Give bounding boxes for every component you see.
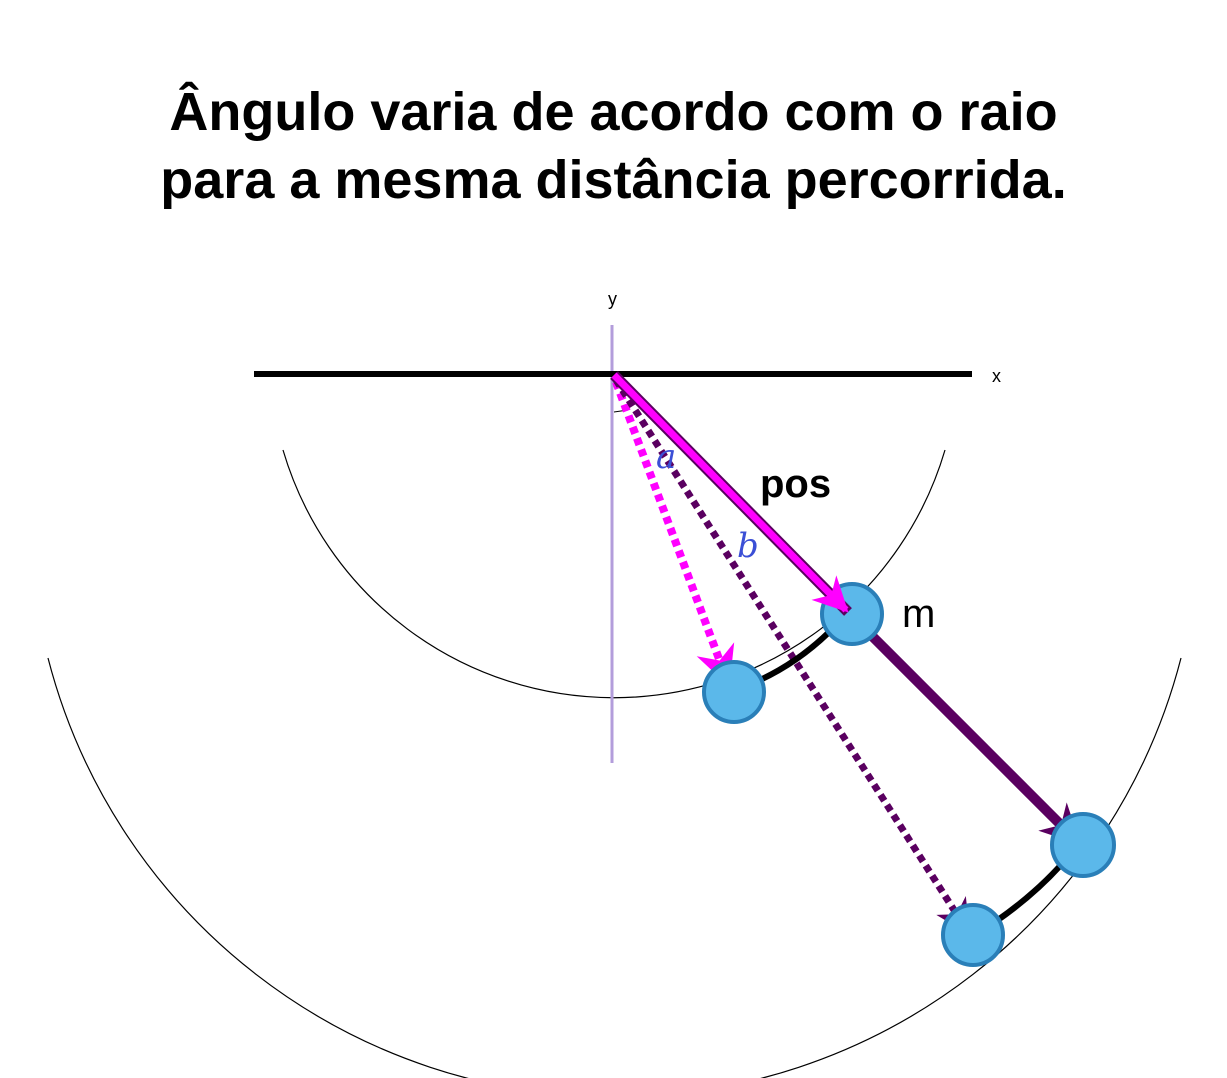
outer-position-vector [844, 608, 1082, 846]
diagram-title: Ângulo varia de acordo com o raio para a… [0, 78, 1227, 214]
angle-b-label: b [737, 526, 759, 566]
x-axis-label: x [992, 366, 1001, 386]
inner-radius-arc [282, 449, 946, 699]
outer-radius-arc [47, 657, 1182, 1078]
mass-outer-rotated [941, 903, 1005, 967]
pos-label: pos [760, 462, 831, 506]
mass-inner-rotated [702, 660, 766, 724]
inner-rotated-vector [612, 380, 735, 687]
y-axis-label: y [608, 289, 617, 309]
outer-rotated-vector [613, 378, 971, 935]
title-line-2: para a mesma distância percorrida. [160, 150, 1067, 210]
angle-a-label: a [656, 437, 676, 477]
mass-label: m [902, 592, 935, 636]
pos-vector-highlight [611, 372, 849, 613]
title-line-1: Ângulo varia de acordo com o raio [169, 82, 1058, 142]
mass-outer [1050, 812, 1116, 878]
